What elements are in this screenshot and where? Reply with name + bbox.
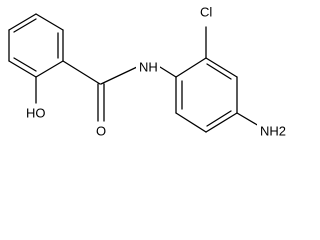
bond [205,57,238,78]
carbonyl-oxygen-label: O [96,124,106,139]
bonds [8,13,260,133]
bond [62,60,101,85]
bond [175,112,207,133]
bond [13,18,37,33]
bond [205,112,238,133]
bond [175,57,207,78]
amide-nh-label: NH [139,60,158,75]
bond [13,57,37,72]
bond [206,63,232,80]
bond [236,112,260,127]
bond [8,13,37,31]
bond [206,110,232,127]
bond [159,66,177,78]
hydroxyl-label: HO [26,106,46,121]
bond [100,66,138,85]
atom-labels: Cl NH HO O NH2 [24,1,301,141]
chemical-structure: Cl NH HO O NH2 [8,1,301,141]
chloro-label: Cl [200,5,212,20]
bond [8,60,37,78]
bond [35,60,64,78]
amino-label: NH2 [260,124,286,139]
bond [35,13,64,31]
